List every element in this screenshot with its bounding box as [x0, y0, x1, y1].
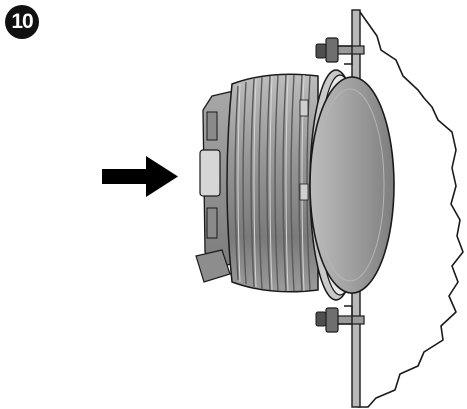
step-number: 10 — [11, 10, 33, 33]
lens-face — [309, 76, 395, 294]
arrow-right-icon — [102, 156, 178, 197]
bottom-screw-icon — [315, 311, 327, 327]
top-mounting-bracket — [315, 37, 365, 65]
step-number-badge: 10 — [5, 5, 39, 39]
top-screw-icon — [315, 43, 327, 59]
finned-housing — [226, 73, 319, 293]
bottom-mounting-bracket — [315, 305, 365, 333]
